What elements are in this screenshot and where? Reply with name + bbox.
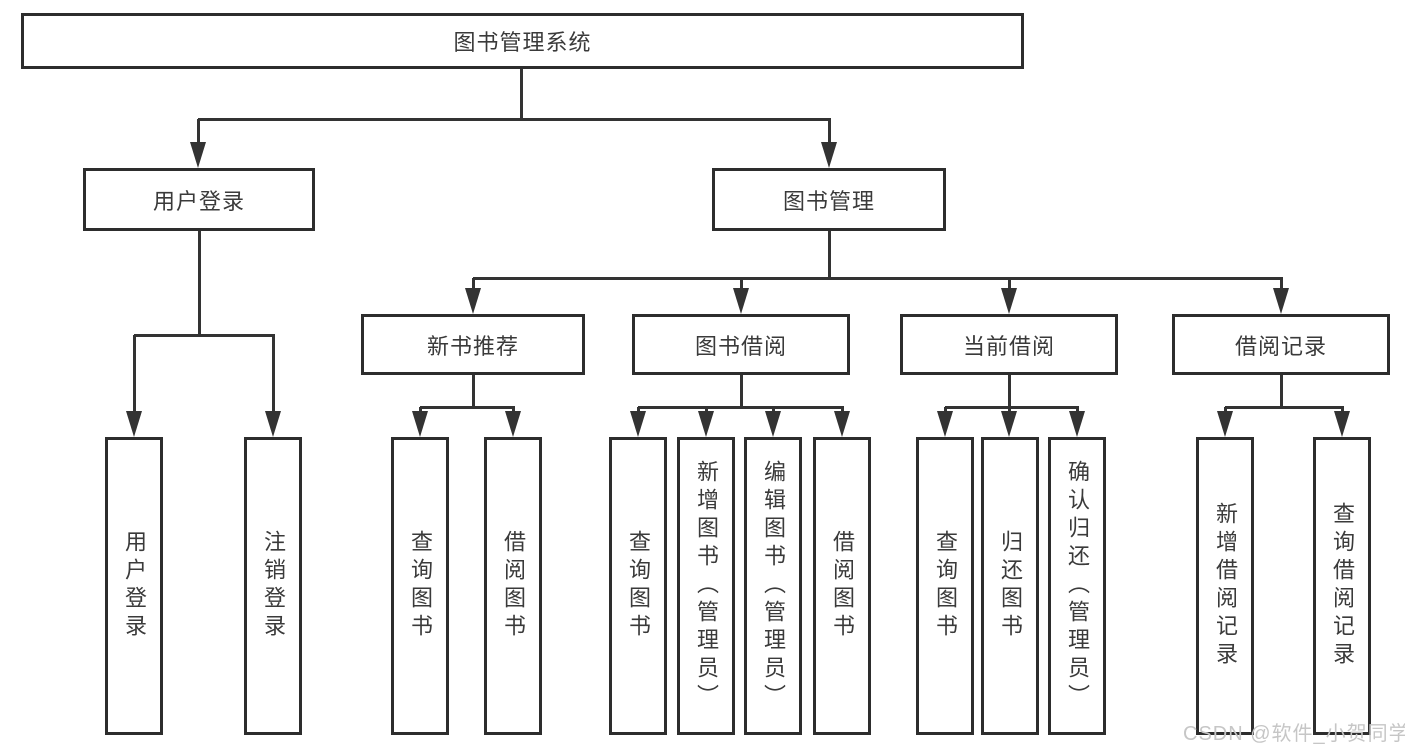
node-book-management-branch: 图书管理 [712,168,946,231]
node-label: 当前借阅 [962,333,1055,359]
connector-line [1007,278,1011,291]
connector-line [196,119,200,146]
csdn-watermark: CSDN @软件_小贺同学 [1183,723,1405,745]
connector-line [739,278,743,291]
node-label: 借阅图书 [830,530,855,642]
connector-line [132,335,136,413]
connector-line [827,119,831,146]
arrowhead-down-icon [1334,411,1350,437]
arrowhead-down-icon [190,142,206,168]
node-label: 用户登录 [122,530,147,642]
node-leaf-query-books-current: 查询图书 [916,437,974,735]
arrowhead-down-icon [698,411,714,437]
connector-line [271,335,275,413]
node-leaf-borrow-books-recommend: 借阅图书 [484,437,542,735]
node-label: 编辑图书（管理员） [761,460,786,712]
node-leaf-edit-book-admin: 编辑图书（管理员） [744,437,802,735]
arrowhead-down-icon [265,411,281,437]
node-leaf-query-books-borrowing: 查询图书 [609,437,667,735]
node-label: 新增图书（管理员） [694,460,719,712]
arrowhead-down-icon [733,288,749,314]
node-leaf-borrow-books-borrowing: 借阅图书 [813,437,871,735]
node-label: 查询图书 [626,530,651,642]
node-label: 查询图书 [933,530,958,642]
connector-line [134,333,275,337]
node-leaf-confirm-return-admin: 确认归还（管理员） [1048,437,1106,735]
arrowhead-down-icon [765,411,781,437]
connector-line [519,69,523,120]
node-new-book-recommend: 新书推荐 [361,314,585,375]
node-label: 确认归还（管理员） [1065,460,1090,712]
arrowhead-down-icon [1001,411,1017,437]
connector-line [1225,405,1344,409]
connector-line [198,117,831,121]
connector-line [1279,375,1283,407]
arrowhead-down-icon [1217,411,1233,437]
node-label: 用户登录 [152,188,245,214]
connector-line [471,278,475,291]
node-leaf-logout: 注销登录 [244,437,302,735]
node-label: 借阅记录 [1234,333,1327,359]
arrowhead-down-icon [1273,288,1289,314]
node-label: 归还图书 [998,530,1023,642]
arrowhead-down-icon [834,411,850,437]
connector-line [945,405,1079,409]
node-label: 新增借阅记录 [1213,502,1238,670]
arrowhead-down-icon [1001,288,1017,314]
node-label: 查询借阅记录 [1330,502,1355,670]
connector-line [1007,375,1011,407]
arrowhead-down-icon [126,411,142,437]
node-leaf-user-login: 用户登录 [105,437,163,735]
connector-line [739,375,743,407]
connector-line [473,276,1283,280]
arrowhead-down-icon [1069,411,1085,437]
node-label: 图书管理系统 [453,30,592,55]
node-label: 查询图书 [408,530,433,642]
connector-line [197,231,201,335]
arrowhead-down-icon [505,411,521,437]
node-label: 图书借阅 [694,333,787,359]
arrowhead-down-icon [630,411,646,437]
node-label: 注销登录 [261,530,286,642]
connector-line [1279,278,1283,291]
connector-line [638,405,844,409]
node-leaf-add-borrow-record: 新增借阅记录 [1196,437,1254,735]
connector-line [420,405,515,409]
connector-line [827,231,831,278]
node-label: 新书推荐 [426,333,519,359]
connector-line [471,375,475,407]
arrowhead-down-icon [465,288,481,314]
node-leaf-return-books: 归还图书 [981,437,1039,735]
node-user-login-branch: 用户登录 [83,168,315,231]
node-borrowing-records: 借阅记录 [1172,314,1390,375]
arrowhead-down-icon [937,411,953,437]
arrowhead-down-icon [821,142,837,168]
node-book-borrowing: 图书借阅 [632,314,850,375]
node-label: 图书管理 [782,188,875,214]
node-root: 图书管理系统 [21,13,1024,69]
node-leaf-query-borrow-record: 查询借阅记录 [1313,437,1371,735]
node-leaf-query-books-recommend: 查询图书 [391,437,449,735]
node-label: 借阅图书 [501,530,526,642]
node-leaf-add-book-admin: 新增图书（管理员） [677,437,735,735]
arrowhead-down-icon [412,411,428,437]
node-current-borrowing: 当前借阅 [900,314,1118,375]
